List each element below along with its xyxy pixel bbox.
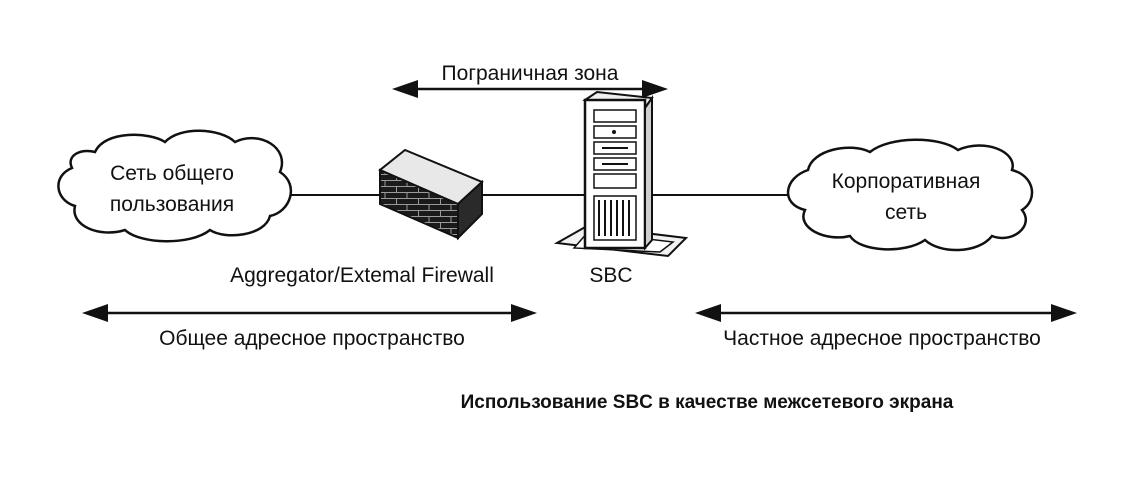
private-address-space-arrow: [695, 304, 1077, 322]
firewall-icon: [378, 148, 484, 241]
public-network-label-line2: пользования: [110, 193, 234, 216]
public-network-label-line1: Сеть общего: [110, 162, 234, 185]
diagram-caption: Использование SBC в качестве межсетевого…: [461, 392, 954, 413]
border-zone-label: Пограничная зона: [442, 62, 619, 85]
public-network-cloud: [57, 129, 292, 243]
corporate-network-label-line1: Корпоративная: [832, 170, 981, 193]
private-address-space-label: Частное адресное пространство: [723, 327, 1041, 350]
sbc-server-icon: [553, 90, 689, 258]
corporate-network-cloud: [786, 138, 1034, 252]
corporate-network-label-line2: сеть: [885, 201, 927, 224]
firewall-label: Aggregator/Extemal Firewall: [230, 264, 494, 287]
sbc-label: SBC: [589, 264, 632, 287]
public-address-space-label: Общее адресное пространство: [159, 327, 465, 350]
border-zone-arrow: [392, 80, 668, 98]
public-address-space-arrow: [82, 304, 537, 322]
